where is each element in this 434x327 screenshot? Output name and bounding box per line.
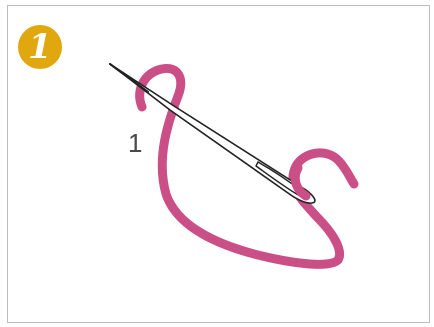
thread-loop-icon [140, 68, 354, 264]
point-label: 1 [128, 128, 142, 158]
thread-front-segment [295, 168, 306, 196]
